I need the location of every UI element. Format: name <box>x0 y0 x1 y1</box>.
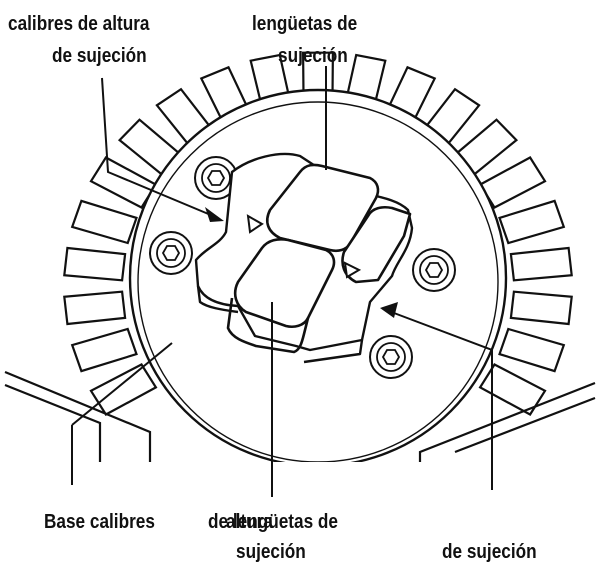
screw-bottom-right <box>369 335 413 379</box>
leader-base-2 <box>71 342 173 426</box>
fin <box>89 363 158 416</box>
label-base-calibres: Base calibres <box>44 511 155 533</box>
fin <box>498 199 566 245</box>
arrowhead-right <box>380 302 398 318</box>
leader-lines <box>71 66 493 497</box>
screw-right <box>412 248 456 292</box>
gauge-front-block <box>233 237 336 329</box>
screw-left <box>149 231 193 275</box>
label-overlap-b: altura <box>226 511 273 533</box>
arrowhead-height-gauges <box>205 207 224 222</box>
base-plates <box>4 370 596 462</box>
gauge-top-block <box>266 163 380 253</box>
height-gauges <box>226 163 412 354</box>
label-mid-line2: sujeción <box>236 541 306 563</box>
fin <box>509 290 573 326</box>
label-height-gauges-line1: calibres de altura <box>8 13 150 35</box>
leader-height-gauges <box>101 77 219 219</box>
label-height-gauges-line2: de sujeción <box>52 45 147 67</box>
fin <box>478 363 547 416</box>
triangle-marker-right <box>343 261 362 279</box>
fin <box>498 327 566 373</box>
label-tabs-top-line1: lengüetas de <box>252 13 358 35</box>
label-tabs-top-line2: sujeción <box>278 45 348 67</box>
label-overlap-a: de lengüetas de <box>208 511 338 533</box>
gauge-right-block <box>341 205 412 284</box>
fin <box>63 246 127 282</box>
label-right-bottom: de sujeción <box>442 541 537 563</box>
leader-right <box>385 309 493 490</box>
fin <box>70 327 138 373</box>
fin <box>63 290 127 326</box>
triangle-marker-left <box>246 214 264 234</box>
fin <box>70 199 138 245</box>
fin <box>509 246 573 282</box>
gauge-front-face <box>226 297 310 354</box>
label-band <box>0 462 601 565</box>
